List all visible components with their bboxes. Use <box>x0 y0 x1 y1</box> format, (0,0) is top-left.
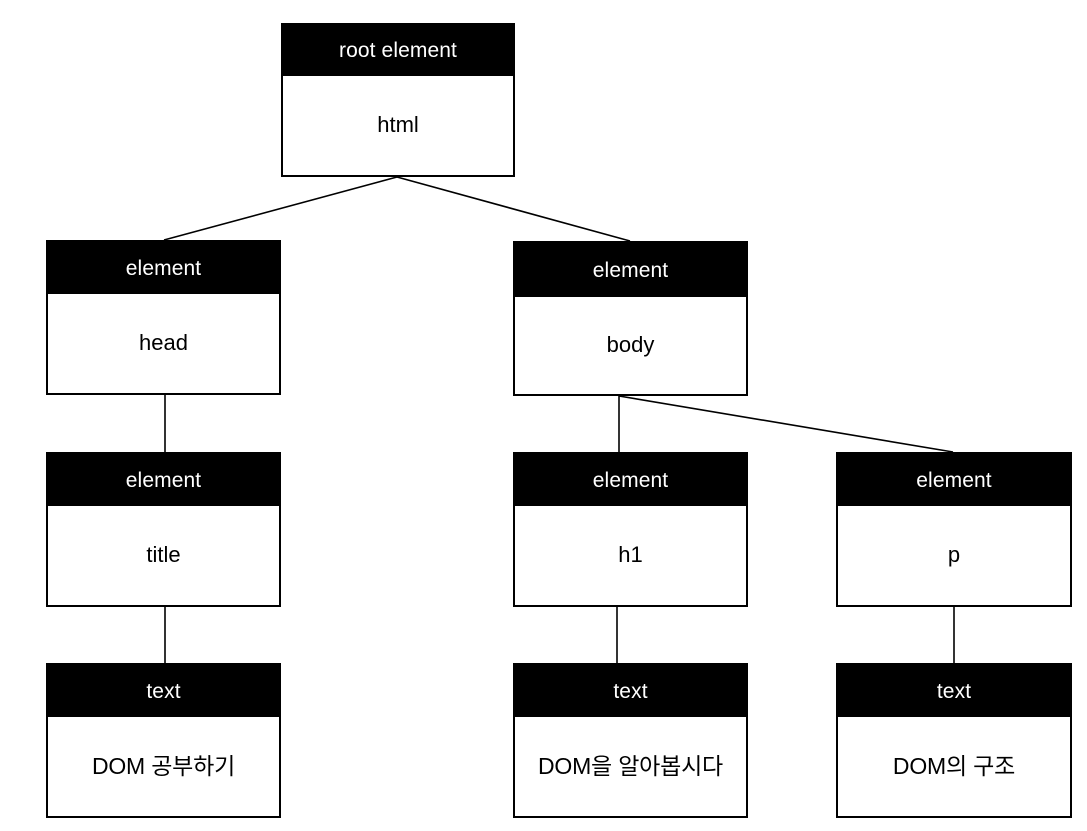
node-p-name-label: p <box>838 506 1070 605</box>
node-html-name-label: html <box>283 76 513 175</box>
node-text-h1-name-label: DOM을 알아봅시다 <box>515 717 746 816</box>
node-title-type-label: element <box>48 454 279 506</box>
node-body-name-label: body <box>515 297 746 394</box>
node-title-name-label: title <box>48 506 279 605</box>
node-h1-type-label: element <box>515 454 746 506</box>
edge-body-to-p <box>618 395 954 453</box>
edge-html-to-body <box>396 176 631 242</box>
node-text-title-name-label: DOM 공부하기 <box>48 717 279 816</box>
node-text-p-name-label: DOM의 구조 <box>838 717 1070 816</box>
node-h1-name-label: h1 <box>515 506 746 605</box>
node-html-type-label: root element <box>283 25 513 76</box>
edge-html-to-head <box>163 176 398 241</box>
node-body-type-label: element <box>515 243 746 297</box>
node-text-h1-type-label: text <box>515 665 746 717</box>
node-head-name-label: head <box>48 294 279 393</box>
node-text-title-type-label: text <box>48 665 279 717</box>
node-head-type-label: element <box>48 242 279 294</box>
node-text-p-type-label: text <box>838 665 1070 717</box>
node-p-type-label: element <box>838 454 1070 506</box>
